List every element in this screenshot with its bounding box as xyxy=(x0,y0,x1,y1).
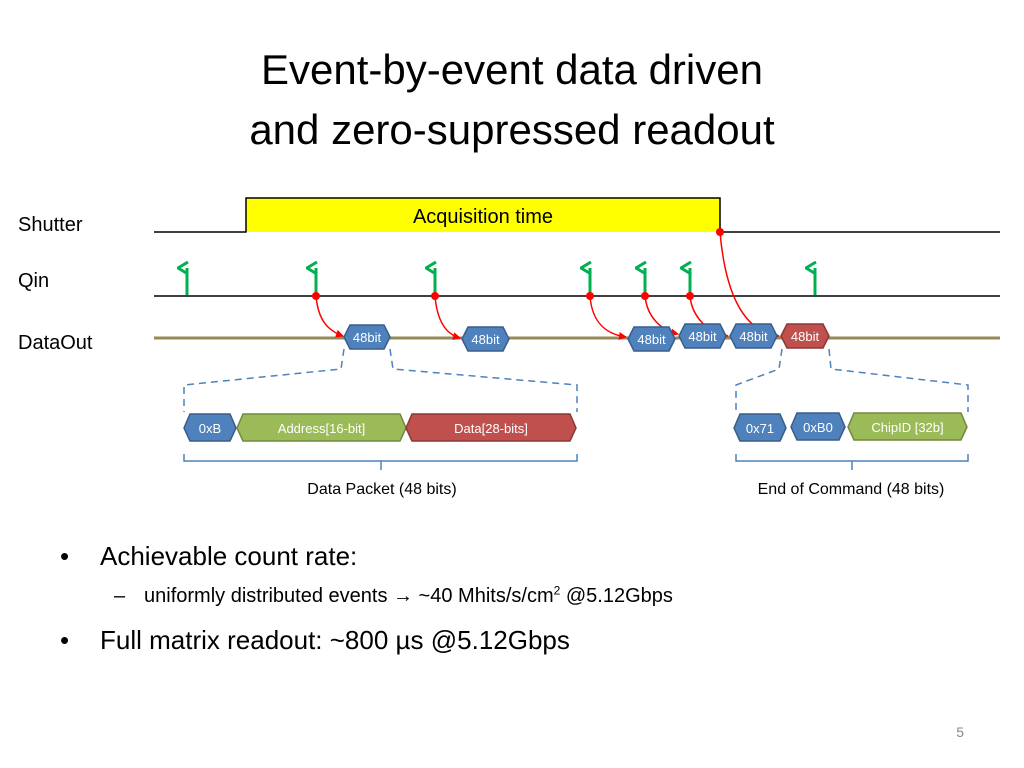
chipid-field-label: ChipID [32b] xyxy=(871,420,943,435)
bullet-item: • Full matrix readout: ~800 µs @5.12Gbps xyxy=(60,622,1000,658)
packet-shape xyxy=(461,326,510,352)
command-field-0xb0-label: 0xB0 xyxy=(803,420,833,435)
readout-arrow-origins xyxy=(312,228,724,300)
qin-label: Qin xyxy=(18,270,49,292)
readout-arrow xyxy=(315,295,344,338)
bullet-list: • Achievable count rate: – uniformly dis… xyxy=(60,538,1000,666)
data-packet-fields: 0xB Address[16-bit] Data[28-bits] xyxy=(183,413,577,442)
packet-shape xyxy=(343,324,391,350)
command-field-0x71-label: 0x71 xyxy=(746,421,774,436)
sub-bullet-tail: @5.12Gbps xyxy=(560,585,673,607)
packet-label: 48bit xyxy=(637,332,666,347)
data-packet-caption: Data Packet (48 bits) xyxy=(307,481,456,498)
command-field-0x71 xyxy=(733,413,787,442)
command-field-0xb0 xyxy=(790,412,846,441)
timing-diagram: Shutter Qin DataOut Acquisition time xyxy=(18,197,1000,498)
header-field xyxy=(183,413,237,442)
dataout-label: DataOut xyxy=(18,332,93,354)
packet-48bit-end-of-command: 48bit xyxy=(780,323,830,349)
braces xyxy=(183,454,969,470)
acquisition-time-label: Acquisition time xyxy=(413,206,553,228)
end-command-caption: End of Command (48 bits) xyxy=(758,481,945,498)
arrow-origin-dot xyxy=(716,228,724,236)
zoom-guides xyxy=(183,348,969,412)
readout-arrow xyxy=(434,295,461,341)
end-command-zoom-guide xyxy=(735,348,969,412)
sub-bullet-dash: – xyxy=(114,585,126,607)
bullet-dot: • xyxy=(60,541,70,571)
arrow-origin-dot xyxy=(641,292,649,300)
end-command-fields: 0x71 0xB0 ChipID [32b] xyxy=(733,412,968,442)
sub-bullet-text: uniformly distributed events → ~40 Mhits… xyxy=(144,585,554,607)
arrow-origin-dot xyxy=(586,292,594,300)
packet-shape xyxy=(780,323,830,349)
readout-arrow xyxy=(644,295,679,337)
title-line-1: Event-by-event data driven xyxy=(261,46,763,93)
arrow-origin-dot xyxy=(686,292,694,300)
sub-bullet-superscript: 2 xyxy=(553,583,561,598)
packet-48bit-4: 48bit xyxy=(678,323,727,349)
data-field xyxy=(405,413,577,442)
packet-label: 48bit xyxy=(739,329,768,344)
end-command-brace xyxy=(735,454,969,470)
packet-48bit-1: 48bit xyxy=(343,324,391,350)
packet-label: 48bit xyxy=(791,329,820,344)
readout-arrow xyxy=(589,295,627,340)
sub-bullet-item: – uniformly distributed events → ~40 Mhi… xyxy=(60,582,1000,610)
packet-shape xyxy=(678,323,727,349)
shutter-waveform xyxy=(154,197,1000,233)
packet-label: 48bit xyxy=(353,330,382,345)
bullet-dot: • xyxy=(60,625,70,655)
page-number: 5 xyxy=(956,724,964,740)
packet-shape xyxy=(729,323,778,349)
arrow-origin-dot xyxy=(431,292,439,300)
address-field-label: Address[16-bit] xyxy=(278,421,365,436)
title-line-2: and zero-supressed readout xyxy=(249,106,775,153)
packet-shape xyxy=(627,326,676,352)
data-packet-brace xyxy=(183,454,578,470)
bullet-text: Full matrix readout: ~800 µs @5.12Gbps xyxy=(100,625,570,655)
chipid-field xyxy=(847,412,968,441)
bullet-text: Achievable count rate: xyxy=(100,541,358,571)
packet-48bit-2: 48bit xyxy=(461,326,510,352)
slide-title: Event-by-event data driven and zero-supr… xyxy=(0,40,1024,160)
packet-label: 48bit xyxy=(471,332,500,347)
readout-arrows xyxy=(315,231,780,341)
shutter-label: Shutter xyxy=(18,214,83,236)
packet-label: 48bit xyxy=(688,329,717,344)
data-packet-zoom-guide xyxy=(183,348,578,412)
acquisition-window xyxy=(246,198,720,232)
packet-48bit-3: 48bit xyxy=(627,326,676,352)
readout-arrow xyxy=(719,231,780,340)
packet-48bit-5: 48bit xyxy=(729,323,778,349)
header-field-label: 0xB xyxy=(199,421,221,436)
data-field-label: Data[28-bits] xyxy=(454,421,528,436)
qin-hit-arrows xyxy=(187,268,815,295)
arrow-origin-dot xyxy=(312,292,320,300)
bullet-item: • Achievable count rate: xyxy=(60,538,1000,574)
